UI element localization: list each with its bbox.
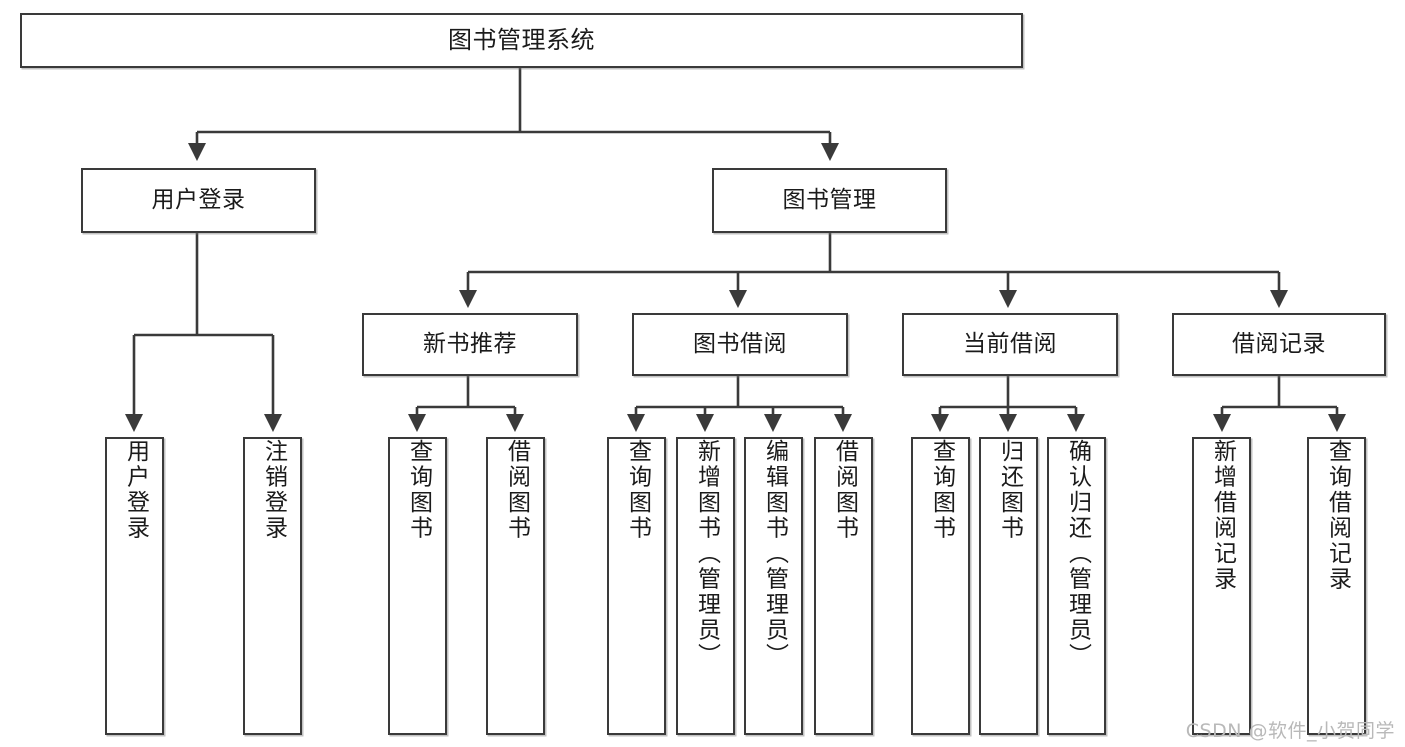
node-label: 查询图书 [405, 439, 432, 541]
leaf-new-book-borrow-book[interactable]: 借阅图书 [486, 437, 545, 735]
node-label: 借阅图书 [831, 439, 858, 541]
node-label: 归还图书 [996, 439, 1023, 541]
node-label: 新增图书（管理员） [693, 439, 720, 669]
leaf-current-borrow-return-book[interactable]: 归还图书 [979, 437, 1038, 735]
node-label: 注销登录 [260, 439, 287, 541]
leaf-book-borrow-query-book[interactable]: 查询图书 [607, 437, 666, 735]
leaf-current-borrow-confirm-return-admin[interactable]: 确认归还（管理员） [1047, 437, 1106, 735]
node-user-login[interactable]: 用户登录 [81, 168, 316, 233]
node-book-borrow[interactable]: 图书借阅 [632, 313, 848, 376]
node-label: 新增借阅记录 [1209, 439, 1236, 592]
node-label: 用户登录 [151, 186, 246, 213]
node-label: 当前借阅 [963, 330, 1057, 357]
node-label: 图书管理 [782, 186, 877, 213]
node-current-borrow[interactable]: 当前借阅 [902, 313, 1118, 376]
node-root-book-management-system[interactable]: 图书管理系统 [20, 13, 1023, 68]
node-label: 图书借阅 [693, 330, 787, 357]
leaf-book-borrow-add-book-admin[interactable]: 新增图书（管理员） [676, 437, 735, 735]
leaf-user-login-logout[interactable]: 注销登录 [243, 437, 302, 735]
node-label: 查询图书 [928, 439, 955, 541]
node-borrow-record[interactable]: 借阅记录 [1172, 313, 1386, 376]
leaf-borrow-record-add-record[interactable]: 新增借阅记录 [1192, 437, 1251, 735]
node-new-book-recommend[interactable]: 新书推荐 [362, 313, 578, 376]
node-label: 新书推荐 [423, 330, 517, 357]
leaf-current-borrow-query-book[interactable]: 查询图书 [911, 437, 970, 735]
node-label: 图书管理系统 [448, 26, 595, 55]
node-label: 用户登录 [122, 439, 149, 541]
leaf-book-borrow-borrow-book[interactable]: 借阅图书 [814, 437, 873, 735]
leaf-new-book-query-book[interactable]: 查询图书 [388, 437, 447, 735]
csdn-watermark: CSDN @软件_小贺同学 [1185, 720, 1395, 742]
node-label: 借阅记录 [1232, 330, 1326, 357]
node-label: 查询借阅记录 [1324, 439, 1351, 592]
node-label: 编辑图书（管理员） [761, 439, 788, 669]
leaf-book-borrow-edit-book-admin[interactable]: 编辑图书（管理员） [744, 437, 803, 735]
node-label: 确认归还（管理员） [1064, 439, 1091, 669]
node-label: 借阅图书 [503, 439, 530, 541]
node-label: 查询图书 [624, 439, 651, 541]
leaf-user-login-login[interactable]: 用户登录 [105, 437, 164, 735]
node-book-management[interactable]: 图书管理 [712, 168, 947, 233]
leaf-borrow-record-query-record[interactable]: 查询借阅记录 [1307, 437, 1366, 735]
